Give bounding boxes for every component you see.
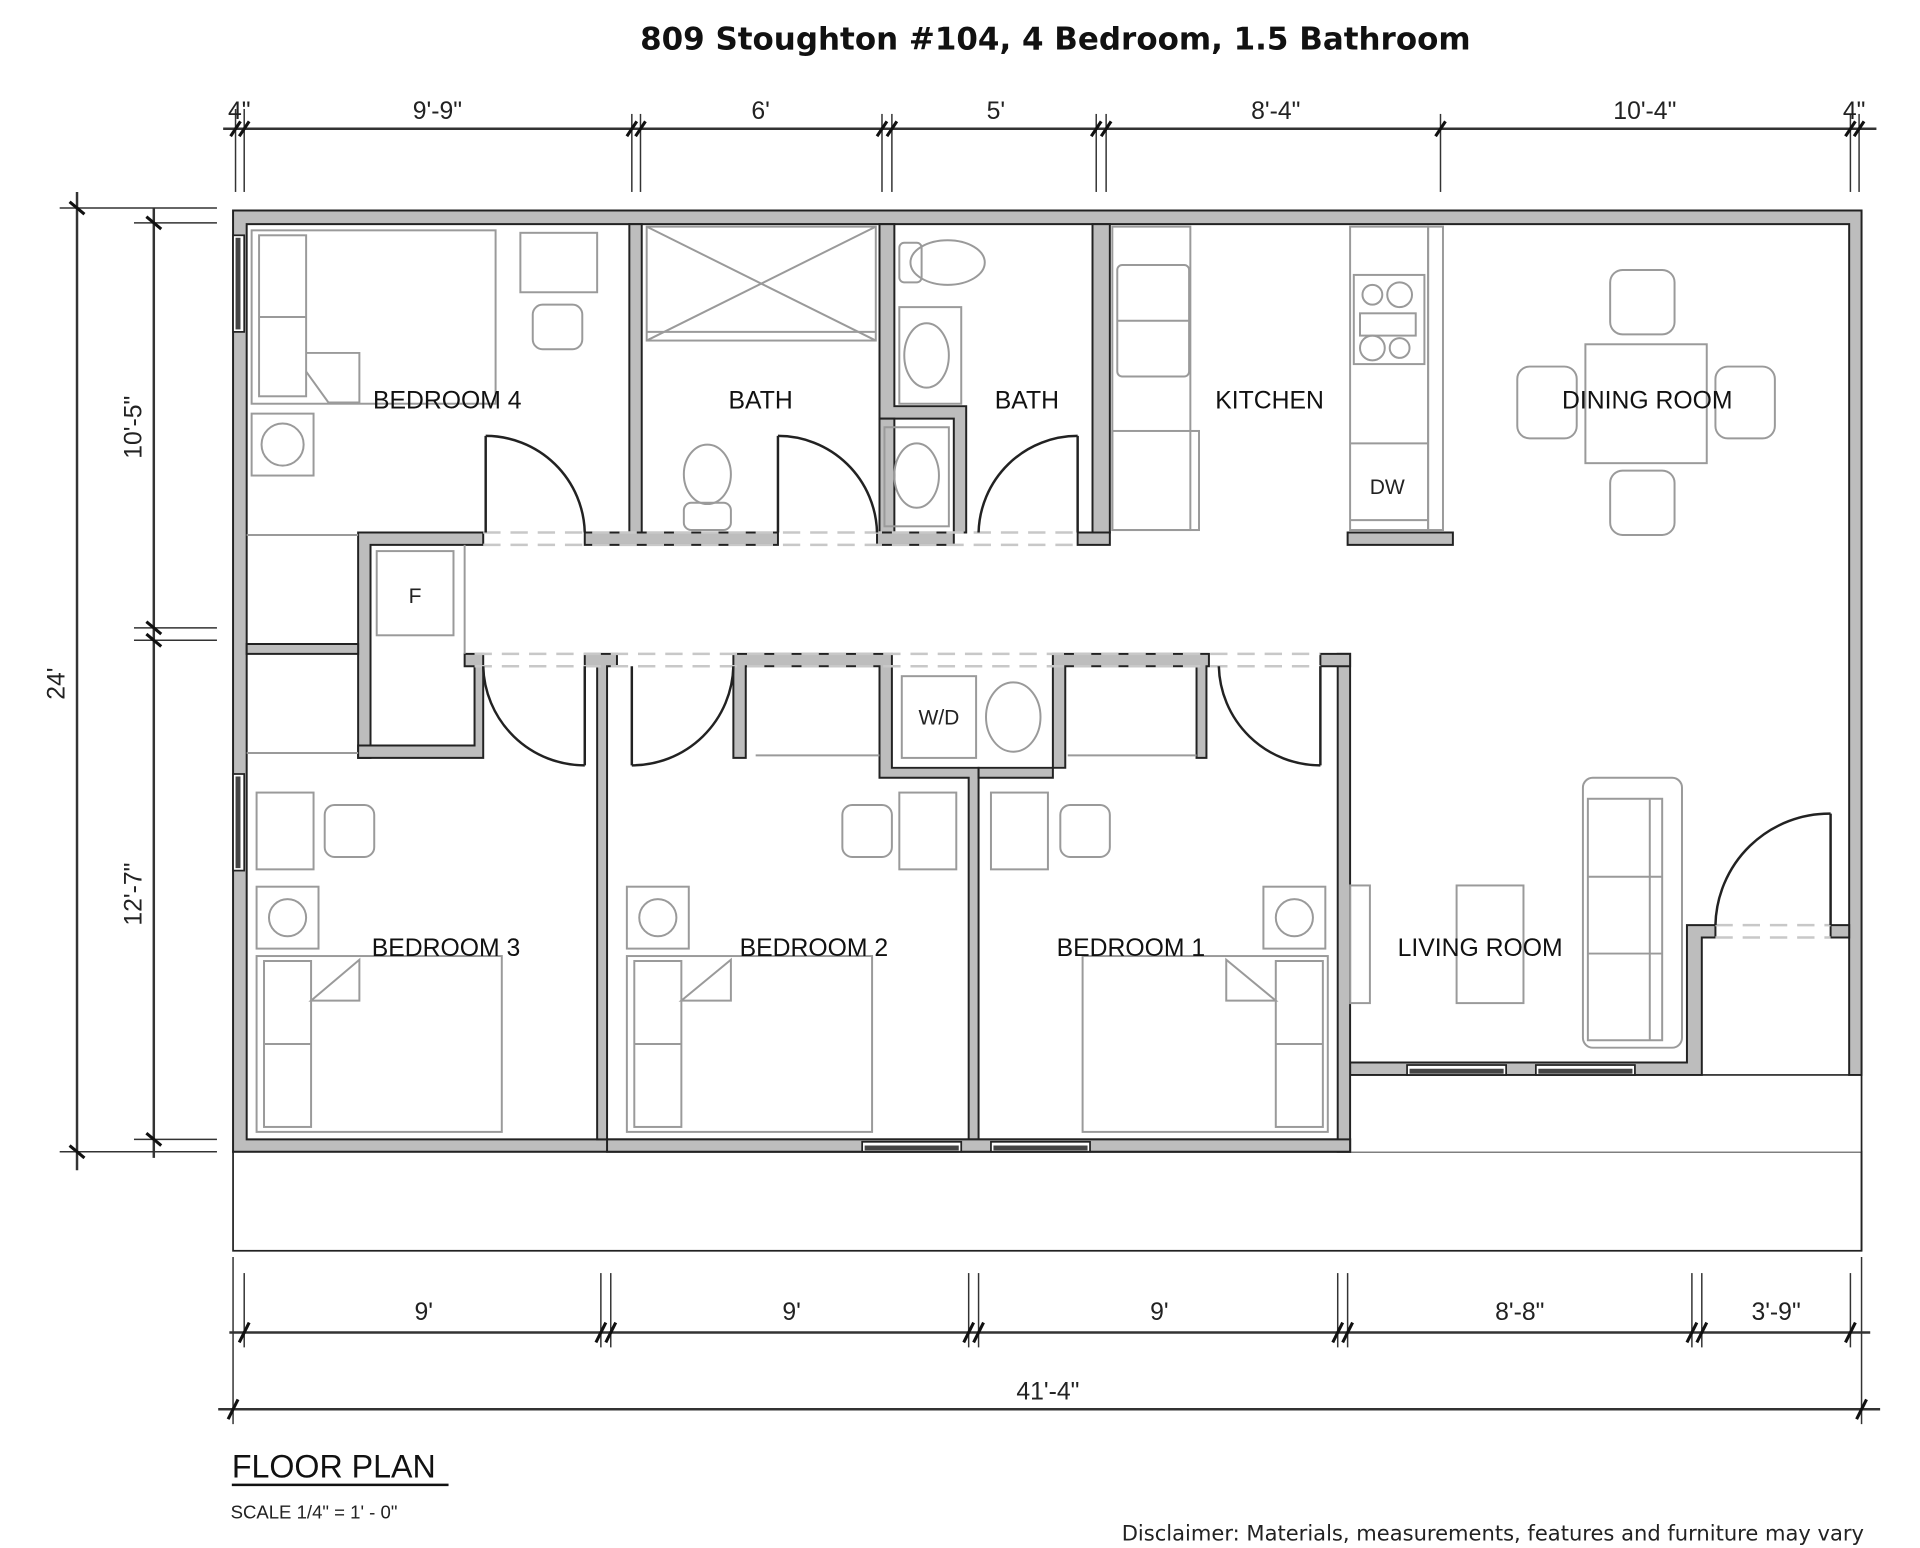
left-dimension-lines: 24' 10'-5" 12'-7" [44,191,217,1171]
dim-label: 9'-9" [413,98,462,125]
plan-title: FLOOR PLAN [232,1448,436,1484]
room-label-bedroom4: BEDROOM 4 [373,388,522,415]
shower [645,225,877,342]
room-label-bedroom3: BEDROOM 3 [372,935,521,962]
fixture-label-furnace: F [409,585,422,608]
nightstand-bedroom4 [250,412,315,477]
stove [1352,273,1426,366]
door-bedroom2 [630,666,735,767]
dim-label: 4" [228,98,251,125]
room-label-dining: DINING ROOM [1562,388,1732,415]
room-label-kitchen: KITCHEN [1215,388,1324,415]
room-labels: BEDROOM 4 BATH BATH KITCHEN DINING ROOM … [372,388,1733,962]
room-label-bedroom1: BEDROOM 1 [1057,935,1206,962]
room-label-bath2: BATH [995,388,1059,415]
dim-label: 8'-8" [1495,1299,1544,1326]
bed-bedroom2 [625,955,874,1133]
room-label-living: LIVING ROOM [1398,935,1563,962]
dim-label: 10'-4" [1613,98,1676,125]
disclaimer: Disclaimer: Materials, measurements, fea… [1122,1521,1864,1546]
dim-label: 9' [1150,1299,1169,1326]
furnace-box [375,550,455,637]
dim-label: 3'-9" [1751,1299,1800,1326]
room-label-bath1: BATH [729,388,793,415]
dim-label-upper-height: 10'-5" [120,396,147,459]
doors [481,434,1832,926]
washer-dryer-box [900,675,978,759]
patio-area [232,1150,1863,1252]
dim-label: 9' [415,1299,434,1326]
dim-label: 4" [1843,98,1866,125]
coffee-table [1455,884,1525,1005]
door-bedroom4 [484,434,587,533]
walls [232,209,1863,1153]
dim-label-overall-width: 41'-4" [1016,1378,1079,1405]
page-title: 809 Stoughton #104, 4 Bedroom, 1.5 Bathr… [640,22,1471,58]
toilet-bath2 [898,239,986,286]
sink-bath2-upper [898,306,963,405]
dim-label: 8'-4" [1251,98,1300,125]
lower-right-slab [1350,1074,1862,1152]
plan-scale: SCALE 1/4" = 1' - 0" [231,1501,398,1522]
door-bath2 [977,434,1079,533]
door-bedroom1 [1217,666,1322,767]
fixture-label-dishwasher: DW [1370,476,1405,499]
windows [232,234,1636,1153]
dim-label: 6' [751,98,770,125]
door-bath1 [776,434,879,533]
dim-label: 5' [987,98,1006,125]
plan-legend: FLOOR PLAN SCALE 1/4" = 1' - 0" [231,1448,449,1522]
furniture [246,225,1776,1133]
bed-bedroom3 [255,955,503,1133]
dim-label: 9' [782,1299,801,1326]
bottom-dimension-lines: 9' 9' 9' 8'-8" 3'-9" 41'-4" [218,1256,1881,1425]
kitchen-counter-left [1111,225,1201,532]
desk-bedroom4 [519,231,599,294]
fixture-label-washer-dryer: W/D [918,706,959,729]
bed-bedroom4 [250,229,497,405]
bed-bedroom1 [1081,955,1329,1133]
chair-bedroom4 [531,303,584,351]
kitchen-counter-right [1349,225,1444,532]
top-dimension-line: 4" 9'-9" 6' 5' 8'-4" 10'-4" 4" [223,98,1877,192]
door-bedroom3 [481,666,587,767]
sink-bath2-lower [883,426,950,528]
dim-label-overall-height: 24' [44,667,71,699]
door-entry [1714,812,1832,926]
dining-table-set [1516,268,1776,536]
sofa [1581,776,1683,1049]
dim-label-lower-height: 12'-7" [120,863,147,926]
toilet-bath1 [682,443,732,532]
tv-stand [1349,884,1371,1005]
room-label-bedroom2: BEDROOM 2 [740,935,889,962]
